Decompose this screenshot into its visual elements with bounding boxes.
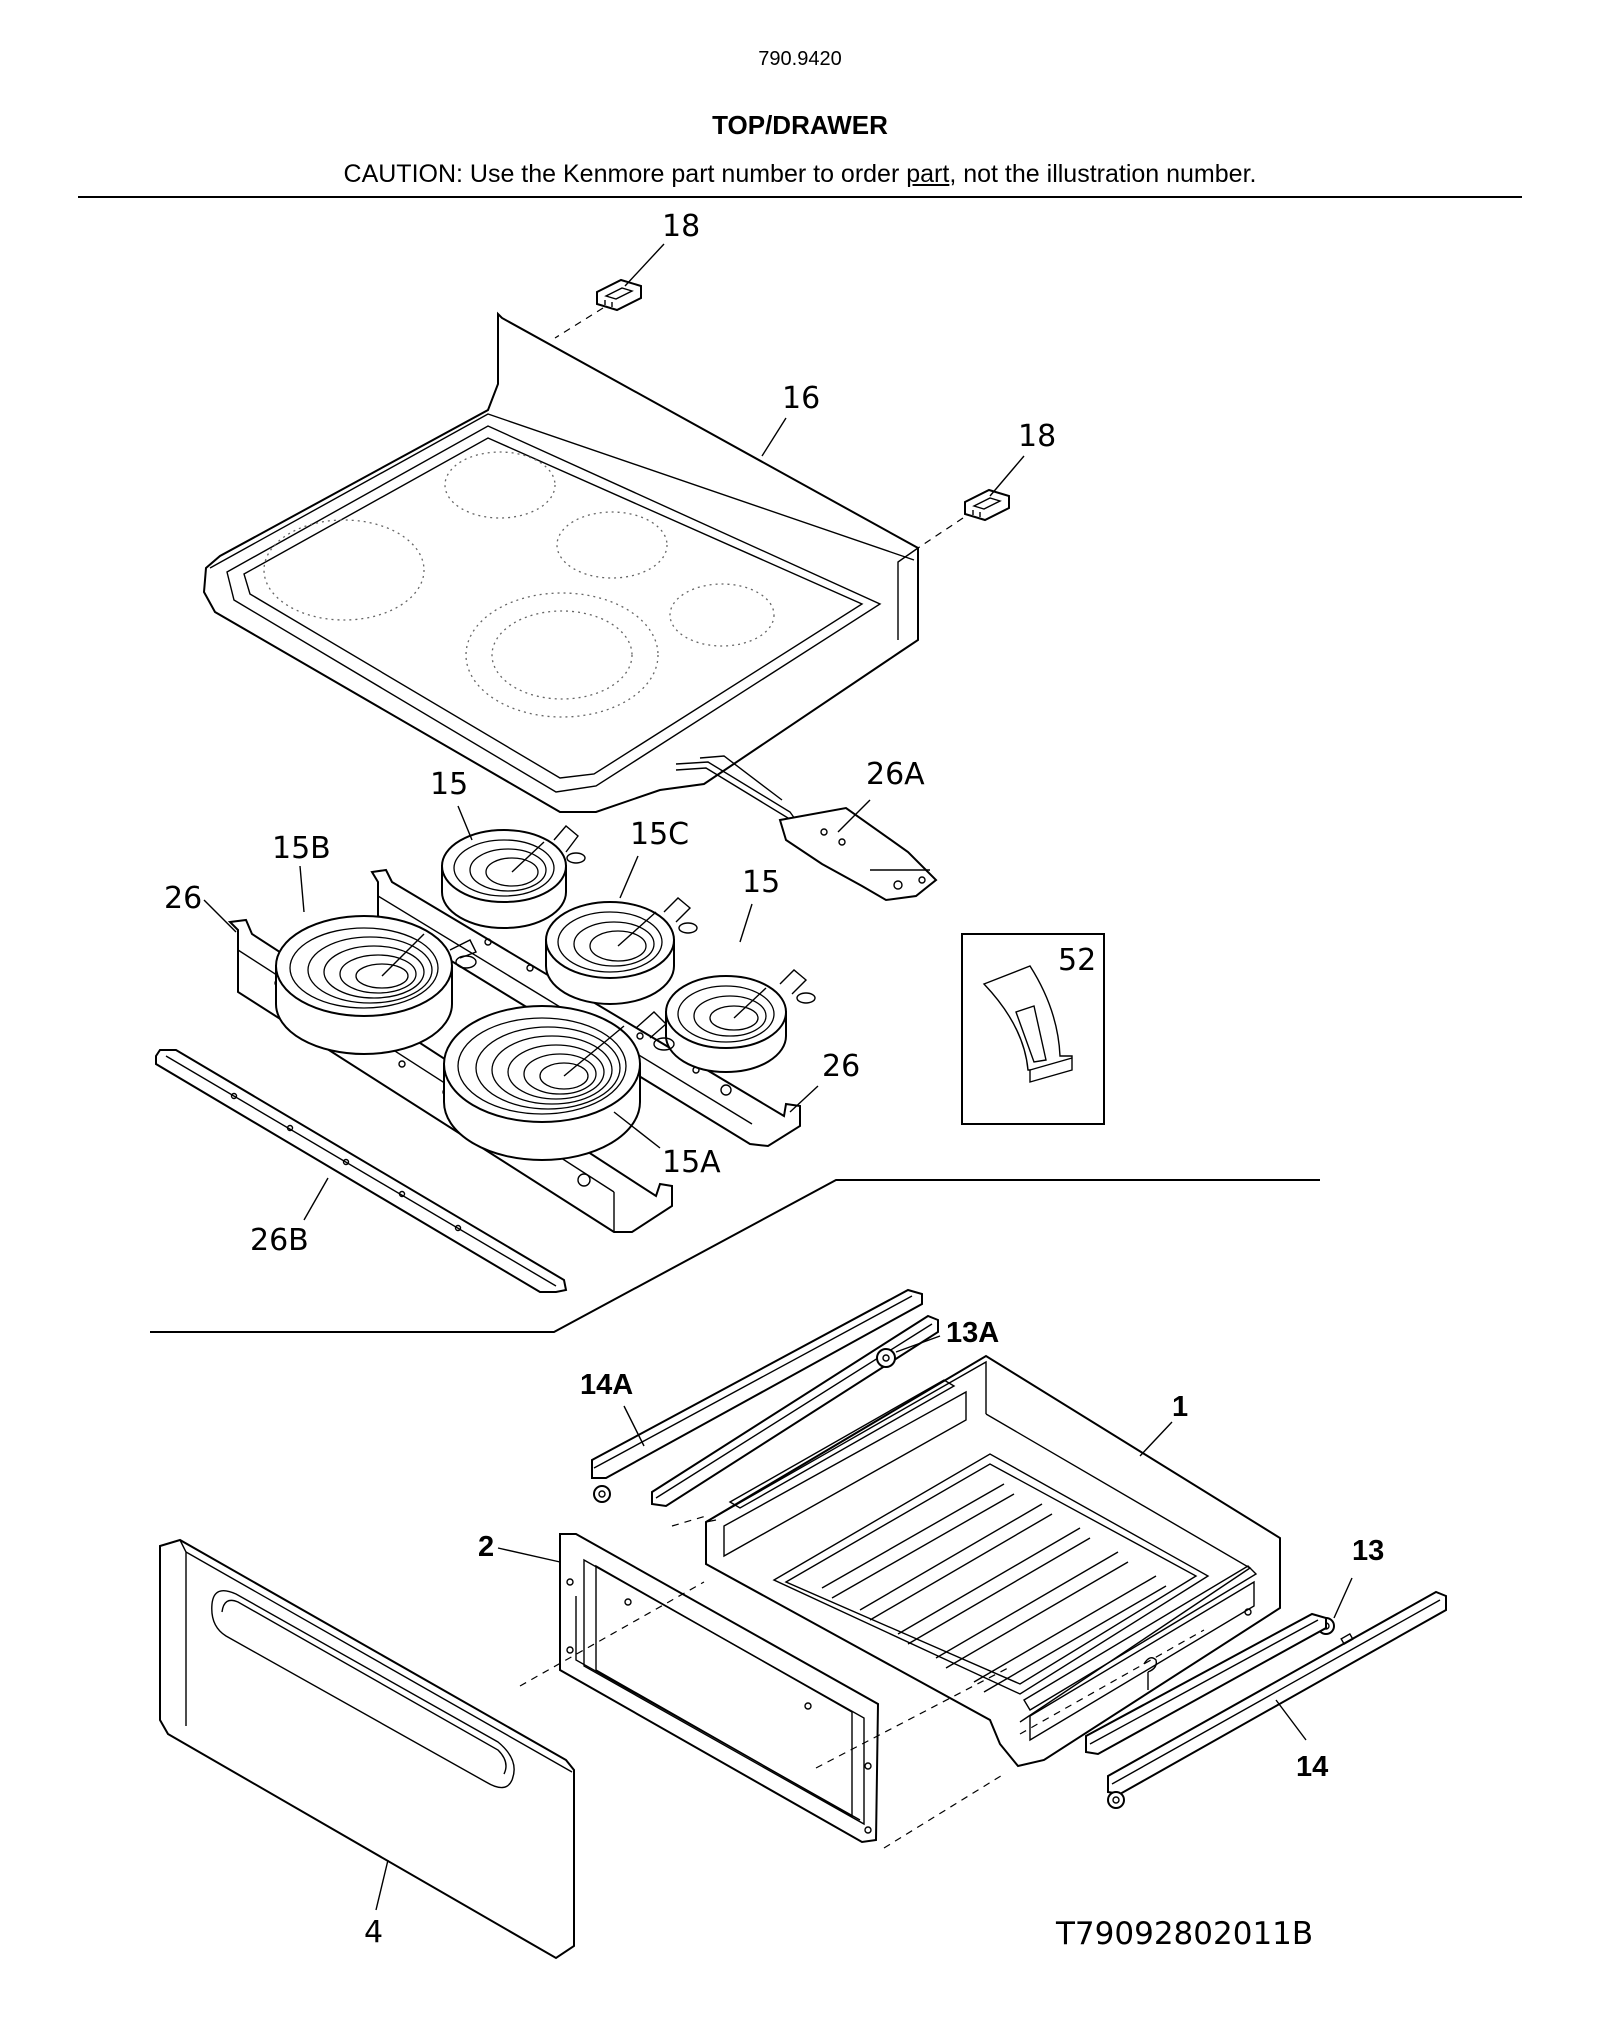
assembly-line-b [671,1515,707,1527]
wire-harness-bracket-26A [675,755,938,902]
callout-14A: 14A [580,1369,633,1401]
leader-2 [497,1547,561,1563]
drawer-roller-13A [876,1348,896,1368]
callout-52: 52 [1058,943,1096,978]
leader-15A [613,1111,661,1149]
leader-15B [299,865,305,913]
heating-element-15B [275,915,477,1055]
callout-16: 16 [782,381,820,416]
drawer-slide-rail-14 [1085,1590,1447,1809]
leader-26-left [203,899,237,933]
callout-26-left: 26 [164,881,202,916]
leader-26A [837,799,871,833]
leader-18-right [989,455,1025,497]
leader-1 [1139,1421,1173,1457]
leader-15-top [457,805,473,841]
leader-14A [623,1405,645,1447]
inset-box-52 [961,933,1105,1125]
drawer-inner-front-2 [559,1533,880,1844]
callout-15-top: 15 [430,767,468,802]
top-bracket-18-right [917,488,1010,549]
drawer-body-1 [705,1354,1281,1768]
drawing-code: T79092802011B [1055,1916,1313,1952]
leader-26B [303,1177,329,1221]
callout-18-right: 18 [1018,419,1056,454]
assembly-line-c [883,1773,1005,1849]
cooktop-glass-top-16 [202,311,919,813]
assembly-line-a [519,1581,705,1687]
header-divider [78,196,1522,198]
caution-part-link[interactable]: part [906,160,950,188]
section-title: TOP/DRAWER [712,110,888,140]
callout-15-right: 15 [742,865,780,900]
top-bracket-18-left [554,278,642,339]
section-divider [150,1179,1320,1333]
callout-14: 14 [1296,1751,1328,1783]
callout-15B: 15B [272,831,331,866]
leader-16 [761,417,787,457]
callout-26A: 26A [866,757,925,792]
heating-element-15-right [665,969,816,1073]
leader-13 [1333,1577,1353,1619]
caution-suffix: , not the illustration number. [949,160,1257,188]
callout-1: 1 [1172,1391,1188,1423]
drawer-front-panel-4 [159,1538,575,1960]
callout-4: 4 [364,1915,383,1950]
assembly-line-d [815,1667,1009,1769]
model-number: 790.9420 [758,48,842,70]
callout-13A: 13A [946,1317,999,1349]
heating-element-15-top [441,825,586,929]
callout-18-top: 18 [662,209,700,244]
leader-13A [895,1335,941,1353]
front-trim-strip-26B [155,1049,568,1293]
callout-13: 13 [1352,1535,1384,1567]
callout-26B: 26B [250,1223,309,1258]
leader-14 [1275,1699,1307,1741]
drawer-slide-rail-14A [591,1288,939,1508]
caution-note: CAUTION: Use the Kenmore part number to … [0,160,1600,189]
callout-26-right: 26 [822,1049,860,1084]
assembly-line-e [1019,1629,1205,1735]
leader-15C [619,855,639,899]
caution-prefix: CAUTION: Use the Kenmore part number to … [343,160,907,188]
heating-element-15C [545,897,698,1005]
leader-26-right [789,1085,819,1113]
heating-element-15A [443,1005,675,1161]
callout-15A: 15A [662,1145,721,1180]
leader-15-right [739,903,753,943]
callout-2: 2 [478,1531,494,1563]
callout-15C: 15C [630,817,689,852]
leader-18-top [624,243,665,287]
leader-4 [375,1859,389,1911]
